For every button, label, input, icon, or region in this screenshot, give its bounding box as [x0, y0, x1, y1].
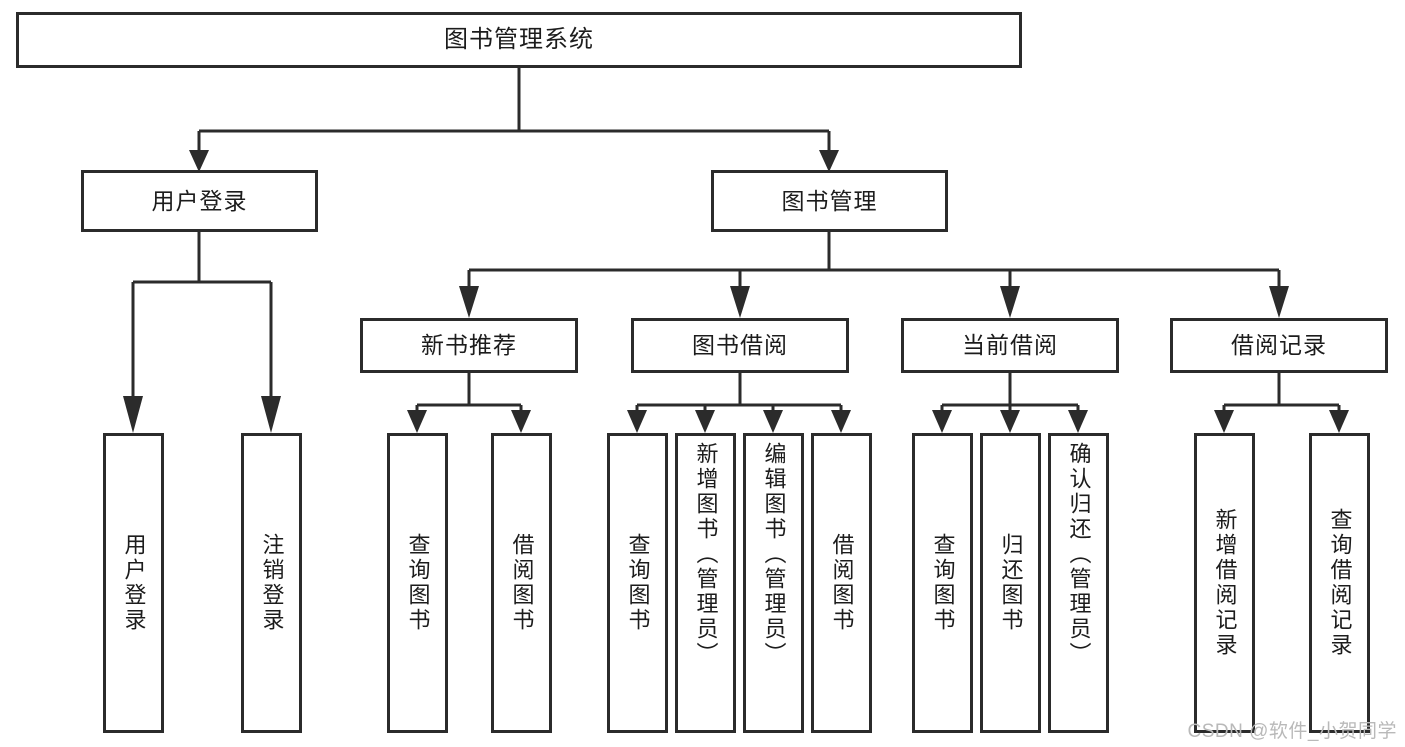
node-book-management-label: 图书管理: [781, 187, 878, 214]
leaf-user-login[interactable]: 用户登录: [103, 433, 164, 733]
leaf-borrow-book-borrow[interactable]: 借阅图书: [811, 433, 872, 733]
node-user-login[interactable]: 用户登录: [81, 170, 318, 232]
watermark: CSDN @软件_小贺同学: [1187, 721, 1397, 742]
leaf-add-borrow-record-label: 新增借阅记录: [1212, 508, 1238, 658]
node-root[interactable]: 图书管理系统: [16, 12, 1022, 68]
leaf-query-borrow-record[interactable]: 查询借阅记录: [1309, 433, 1370, 733]
leaf-query-book-borrow-label: 查询图书: [625, 533, 651, 633]
leaf-borrow-book-recommend-label: 借阅图书: [509, 533, 535, 633]
leaf-borrow-book-recommend[interactable]: 借阅图书: [491, 433, 552, 733]
node-current-borrow-label: 当前借阅: [962, 332, 1058, 359]
leaf-add-book-admin[interactable]: 新增图书（管理员）: [675, 433, 736, 733]
leaf-query-book-recommend-label: 查询图书: [405, 533, 431, 633]
leaf-user-login-label: 用户登录: [121, 533, 147, 633]
node-borrow-record[interactable]: 借阅记录: [1170, 318, 1388, 373]
leaf-edit-book-admin[interactable]: 编辑图书（管理员）: [743, 433, 804, 733]
node-book-management[interactable]: 图书管理: [711, 170, 948, 232]
leaf-add-book-admin-label: 新增图书（管理员）: [693, 442, 719, 667]
leaf-logout[interactable]: 注销登录: [241, 433, 302, 733]
leaf-query-book-current-label: 查询图书: [930, 533, 956, 633]
node-user-login-label: 用户登录: [151, 187, 248, 214]
node-borrow-record-label: 借阅记录: [1231, 332, 1327, 359]
node-current-borrow[interactable]: 当前借阅: [901, 318, 1119, 373]
leaf-logout-label: 注销登录: [259, 533, 285, 633]
leaf-query-book-recommend[interactable]: 查询图书: [387, 433, 448, 733]
leaf-edit-book-admin-label: 编辑图书（管理员）: [761, 442, 787, 667]
leaf-return-book[interactable]: 归还图书: [980, 433, 1041, 733]
leaf-query-book-current[interactable]: 查询图书: [912, 433, 973, 733]
node-root-label: 图书管理系统: [444, 26, 594, 54]
node-new-book-recommend-label: 新书推荐: [421, 332, 517, 359]
leaf-query-borrow-record-label: 查询借阅记录: [1327, 508, 1353, 658]
node-new-book-recommend[interactable]: 新书推荐: [360, 318, 578, 373]
node-book-borrow-label: 图书借阅: [692, 332, 788, 359]
node-book-borrow[interactable]: 图书借阅: [631, 318, 849, 373]
leaf-borrow-book-borrow-label: 借阅图书: [829, 533, 855, 633]
leaf-return-book-label: 归还图书: [998, 533, 1024, 633]
leaf-confirm-return-admin[interactable]: 确认归还（管理员）: [1048, 433, 1109, 733]
leaf-add-borrow-record[interactable]: 新增借阅记录: [1194, 433, 1255, 733]
leaf-confirm-return-admin-label: 确认归还（管理员）: [1066, 442, 1092, 667]
leaf-query-book-borrow[interactable]: 查询图书: [607, 433, 668, 733]
